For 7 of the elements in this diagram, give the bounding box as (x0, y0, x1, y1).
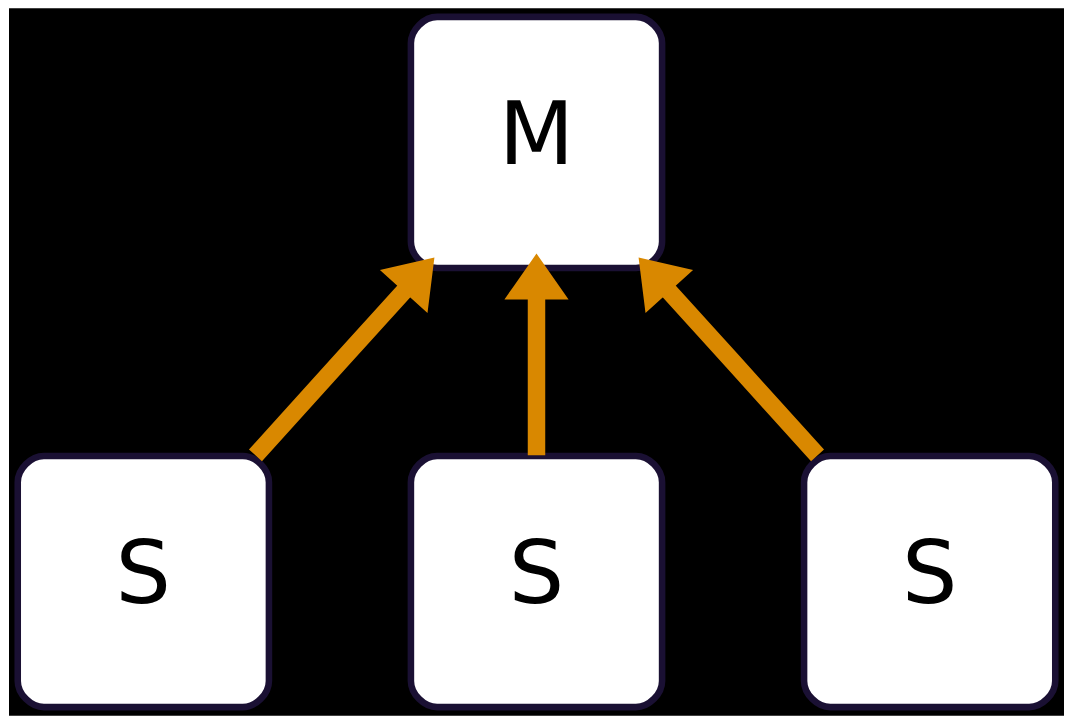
node-box: S (800, 452, 1059, 711)
node-box: S (14, 452, 273, 711)
arrow (249, 257, 435, 462)
node-box: M (407, 13, 666, 272)
node-box: S (407, 452, 666, 711)
arrow (504, 253, 569, 456)
arrow (638, 257, 824, 462)
